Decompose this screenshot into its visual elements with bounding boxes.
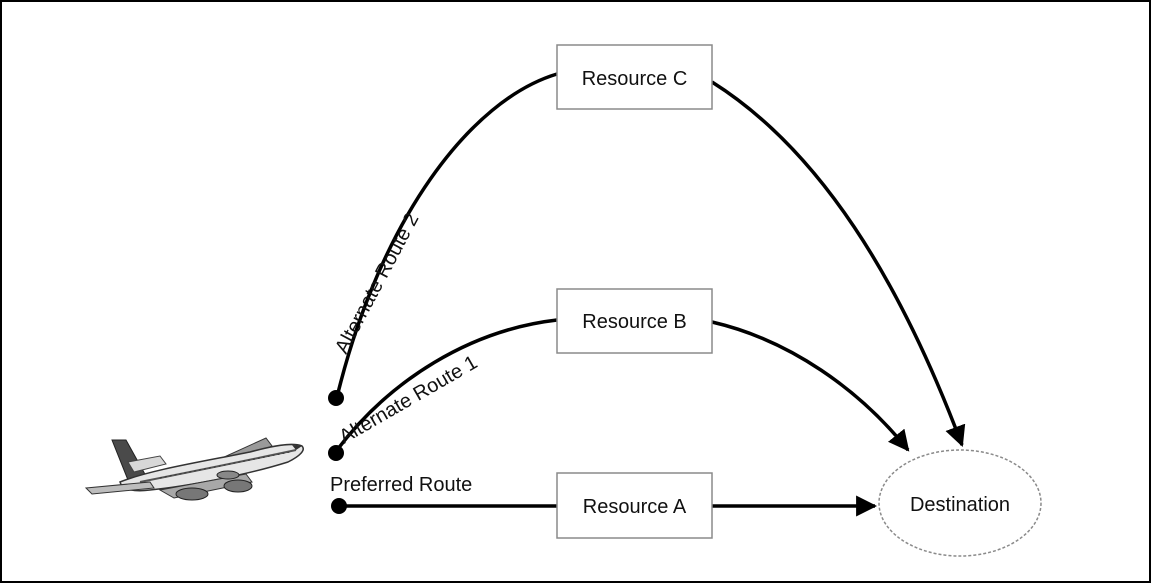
airplane-icon (84, 437, 304, 501)
destination-label: Destination (910, 494, 1010, 516)
preferred-route-label: Preferred Route (330, 474, 472, 496)
resource-c-label: Resource C (582, 68, 688, 90)
alternate-route-1-start-dot (328, 445, 344, 461)
alternate-route-2-start-dot (328, 390, 344, 406)
resource-a-label: Resource A (583, 496, 687, 518)
resource-b-box: Resource B (556, 288, 713, 354)
alternate-route-2-line-out (711, 80, 966, 447)
alternate-route-1-line-out (711, 320, 910, 452)
alternate-route-2-line-in (335, 72, 558, 398)
resource-b-label: Resource B (582, 311, 687, 333)
alternate-route-1-label: Alternate Route 1 (336, 351, 482, 448)
alternate-route-2-label: Alternate Route 2 (331, 210, 424, 358)
destination-node: Destination (878, 449, 1042, 557)
preferred-route-start-dot (331, 498, 347, 514)
resource-a-box: Resource A (556, 472, 713, 539)
alternate-route-1-line-in (335, 318, 558, 452)
resource-c-box: Resource C (556, 44, 713, 110)
